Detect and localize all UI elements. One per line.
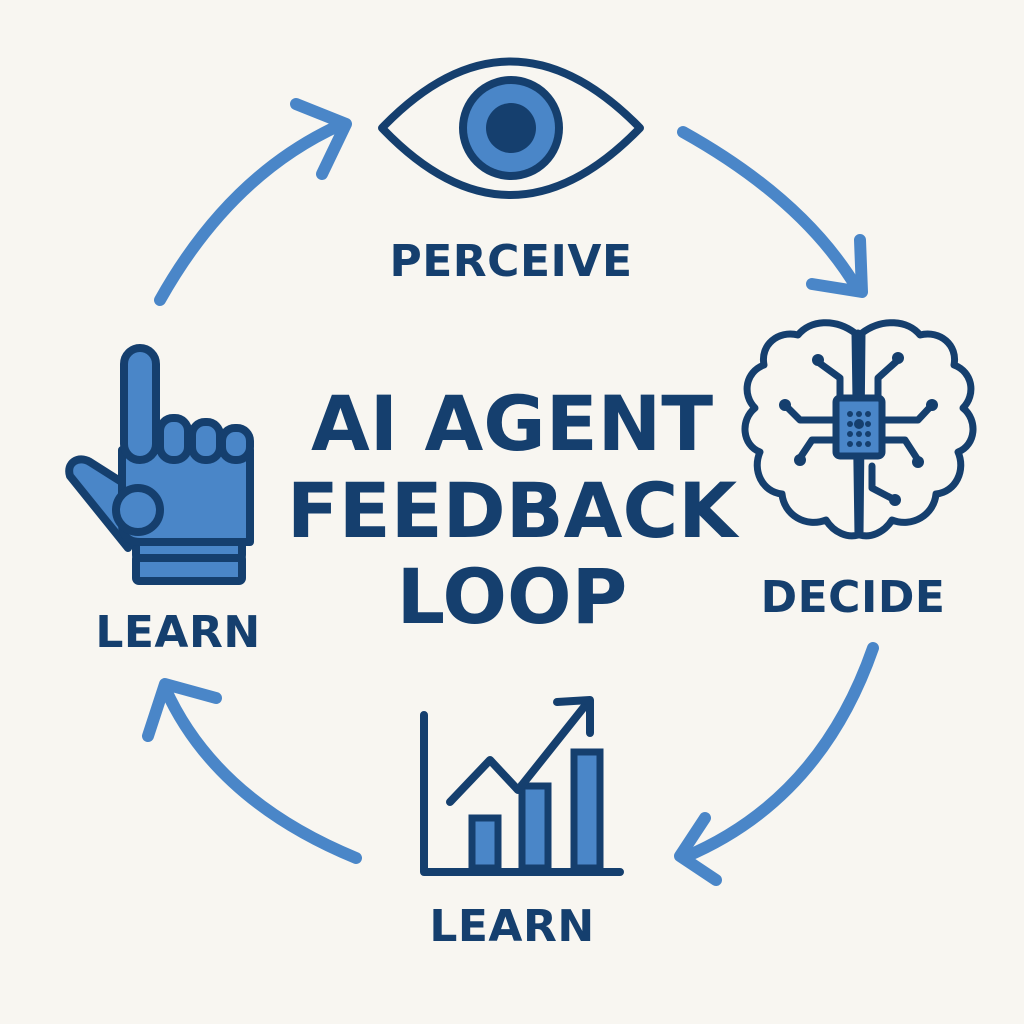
arrow-decide-to-learn: [679, 642, 879, 863]
arrow-learn-to-perceive: [154, 119, 346, 306]
arrowhead-learn-to-perceive: [290, 98, 352, 180]
robot-hand-pointing-icon: [65, 344, 254, 585]
perceive-label: PERCEIVE: [389, 236, 632, 287]
arrow-perceive-to-decide: [677, 126, 864, 296]
chart-bar-1: [468, 814, 502, 872]
trend-line: [446, 698, 592, 806]
title-line-2: FEEDBACK: [287, 466, 740, 555]
chip-icon: [832, 394, 886, 460]
growth-chart-icon: [420, 696, 624, 876]
trend-arrowhead: [553, 696, 594, 737]
diagram-title: AI AGENT FEEDBACK LOOP: [287, 379, 740, 641]
brain-circuit-nodes: [779, 352, 938, 506]
arrowhead-perceive-to-decide: [806, 234, 868, 298]
cycle-arrows: [142, 98, 879, 886]
decide-label: DECIDE: [761, 572, 946, 623]
learn-bottom-label: LEARN: [429, 901, 594, 952]
chart-bar-2: [518, 782, 552, 872]
learn-left-label: LEARN: [95, 607, 260, 658]
arrowhead-learn-to-learn: [142, 678, 222, 742]
chart-bar-3: [570, 748, 604, 872]
title-line-3: LOOP: [397, 552, 628, 641]
arrowhead-decide-to-learn: [674, 812, 722, 886]
eye-icon: [378, 57, 644, 199]
brain-chip-icon: [741, 319, 977, 540]
arrow-learn-to-learn: [159, 682, 362, 864]
title-line-1: AI AGENT: [311, 379, 713, 468]
